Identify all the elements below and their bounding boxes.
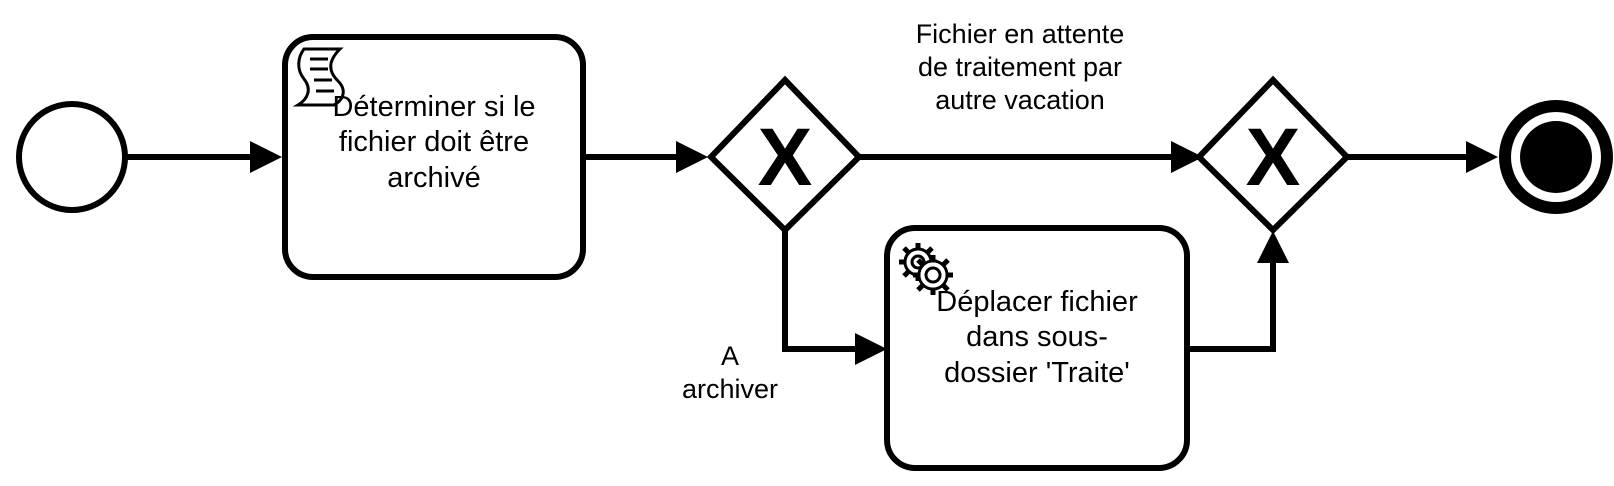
arrowhead — [1257, 231, 1289, 263]
arrowhead — [676, 141, 708, 173]
gateway-merge-shape[interactable] — [1194, 75, 1352, 235]
gears-icon — [899, 243, 953, 295]
flow-move-to-merge[interactable] — [1187, 263, 1276, 352]
gateway-split-shape[interactable] — [706, 75, 864, 235]
start-event[interactable] — [16, 101, 128, 213]
task-determine-label: Déterminer si le fichier doit être archi… — [332, 91, 536, 194]
task-determine-shape[interactable] — [282, 34, 586, 280]
gateway-split-marker: X — [757, 112, 813, 203]
end-event-inner — [1520, 121, 1592, 193]
arrowhead — [1466, 141, 1498, 173]
flow-label-waiting: Fichier en attente de traitement par aut… — [915, 19, 1125, 115]
flow-split-to-move[interactable] — [782, 230, 855, 352]
task-move-shape[interactable] — [884, 225, 1190, 471]
sequence-flows — [127, 141, 1498, 365]
flow-label-archive: A archiver — [681, 341, 779, 404]
gateway-merge-marker: X — [1245, 112, 1301, 203]
script-icon — [292, 47, 345, 107]
arrowhead — [855, 333, 887, 365]
task-move-label: Déplacer fichier dans sous- dossier 'Tra… — [936, 286, 1138, 389]
arrowhead — [1171, 141, 1203, 173]
arrowhead — [250, 141, 282, 173]
